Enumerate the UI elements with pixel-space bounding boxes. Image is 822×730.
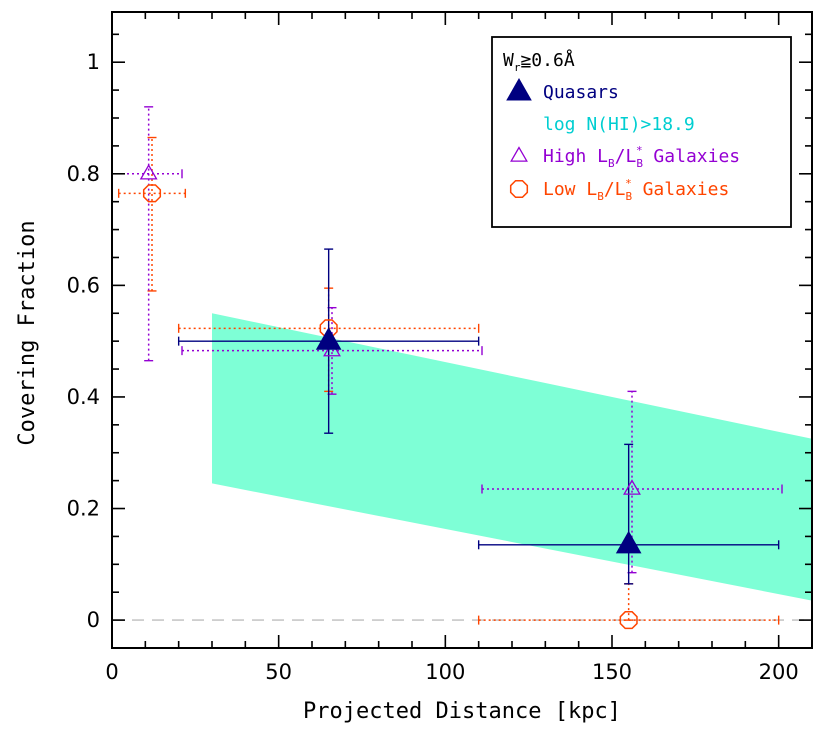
data-point-filled-triangle-1 [615,530,642,554]
y-tick-label: 0.2 [67,497,100,521]
axis-title-layer: Projected Distance [kpc] Covering Fracti… [15,220,621,724]
x-tick-label: 100 [425,660,465,684]
y-axis-title: Covering Fraction [15,220,40,445]
errorbar-open-octagon-0 [117,136,187,292]
legend-entry-3: Low LB/LB* Galaxies [543,177,729,203]
legend-symbol-filled-triangle [506,77,532,101]
data-point-open-octagon-0 [142,184,162,203]
data-point-open-triangle-0 [139,163,158,180]
legend-text-sub: B [636,157,643,170]
legend-symbol-open-triangle [510,146,528,162]
x-tick-label: 0 [105,660,118,684]
legend-text-sub: B [626,190,633,203]
legend-header: Wr≧0.6Å [503,49,575,74]
y-tick-label: 0.8 [67,162,100,186]
legend-entry-2: High LB/LB* Galaxies [543,144,740,170]
tick-layer: 0 50 100 150 200 0 0.2 0.4 0.6 0.8 1 [67,12,813,684]
legend-text-end: Galaxies [643,146,741,167]
x-tick-label: 150 [592,660,632,684]
legend-text-sup: * [636,144,643,157]
marker-layer [139,163,642,630]
y-tick-label: 0.4 [67,385,100,409]
errorbar-open-triangle-0 [111,106,183,362]
legend-header-sub: r [514,61,521,74]
legend-text-sup: * [625,177,632,190]
legend-text-main: Low L [543,179,597,200]
legend-box [491,36,792,228]
legend-text-mid: /L [615,146,637,167]
x-axis-title: Projected Distance [kpc] [303,699,621,724]
shaded-band [212,313,812,601]
legend-text-sub: B [597,190,604,203]
y-tick-label: 0.6 [67,273,100,297]
data-point-filled-triangle-0 [315,327,342,350]
y-tick-label: 1 [87,50,100,74]
plot-frame [111,11,813,649]
errorbar-open-octagon-2 [477,583,780,625]
legend-text-end: Galaxies [632,179,730,200]
data-point-open-triangle-2 [623,479,641,495]
legend-symbol-open-octagon [509,179,529,199]
band-layer [212,313,812,601]
legend-header-rest: ≧0.6Å [520,49,574,71]
x-tick-label: 50 [265,660,292,684]
legend-entry-0: Quasars [543,82,619,103]
legend-entry-1: log N(HI)>18.9 [543,114,695,135]
legend-text-sub: B [608,157,615,170]
legend-header-main: W [503,50,514,71]
y-tick-label: 0 [87,608,100,632]
legend-text-mid: /L [604,179,626,200]
axes-frame-layer [111,11,813,649]
x-tick-label: 200 [759,660,799,684]
data-point-open-octagon-2 [619,611,638,630]
legend-text-main: High L [543,146,608,167]
